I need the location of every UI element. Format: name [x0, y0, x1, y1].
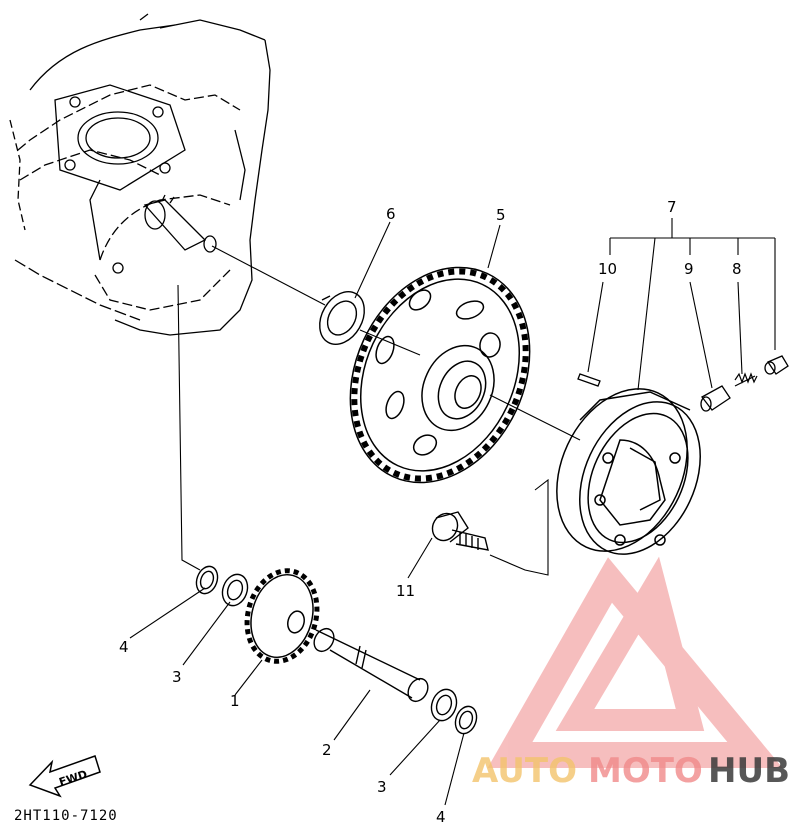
watermark-word-hub: HUB [708, 751, 790, 791]
washer-part-3-lower [430, 688, 458, 722]
callout-3-lower: 3 [377, 778, 387, 796]
callout-4-upper: 4 [119, 638, 129, 656]
callout-8: 8 [732, 260, 742, 278]
callout-4-lower: 4 [436, 808, 446, 826]
callout-leaders [129, 221, 501, 806]
pin-part-10 [577, 373, 601, 387]
watermark-word-auto: AUTO [472, 751, 577, 791]
crankcase-outline [9, 13, 271, 336]
washer-part-3-upper [221, 573, 249, 607]
callout-7: 7 [667, 198, 677, 216]
watermark-logo-icon [487, 556, 783, 768]
callout-10: 10 [598, 260, 617, 278]
starter-wheel-gear-part-5 [349, 266, 531, 484]
cap-part-7 [764, 355, 789, 375]
starter-clutch-part-7 [556, 388, 701, 555]
spring-part-8 [734, 372, 758, 387]
watermark-word-moto: MOTO [588, 751, 703, 791]
group-bracket-part-7 [587, 218, 776, 391]
washer-part-6 [319, 291, 365, 345]
callout-2: 2 [322, 741, 332, 759]
callout-6: 6 [386, 205, 396, 223]
callout-11: 11 [396, 582, 415, 600]
forward-arrow-icon: FWD [28, 755, 101, 798]
plunger-part-9 [700, 385, 731, 412]
callout-3-upper: 3 [172, 668, 182, 686]
shaft-part-2 [313, 627, 429, 703]
drawing-code: 2HT110-7120 [14, 808, 118, 824]
circlip-part-4-lower [454, 705, 478, 735]
idler-gear-part-1 [244, 568, 320, 664]
assembly-axis-lines [177, 245, 581, 576]
callout-1: 1 [230, 692, 240, 710]
bolt-part-11 [431, 511, 489, 551]
callout-5: 5 [496, 206, 506, 224]
callout-9: 9 [684, 260, 694, 278]
